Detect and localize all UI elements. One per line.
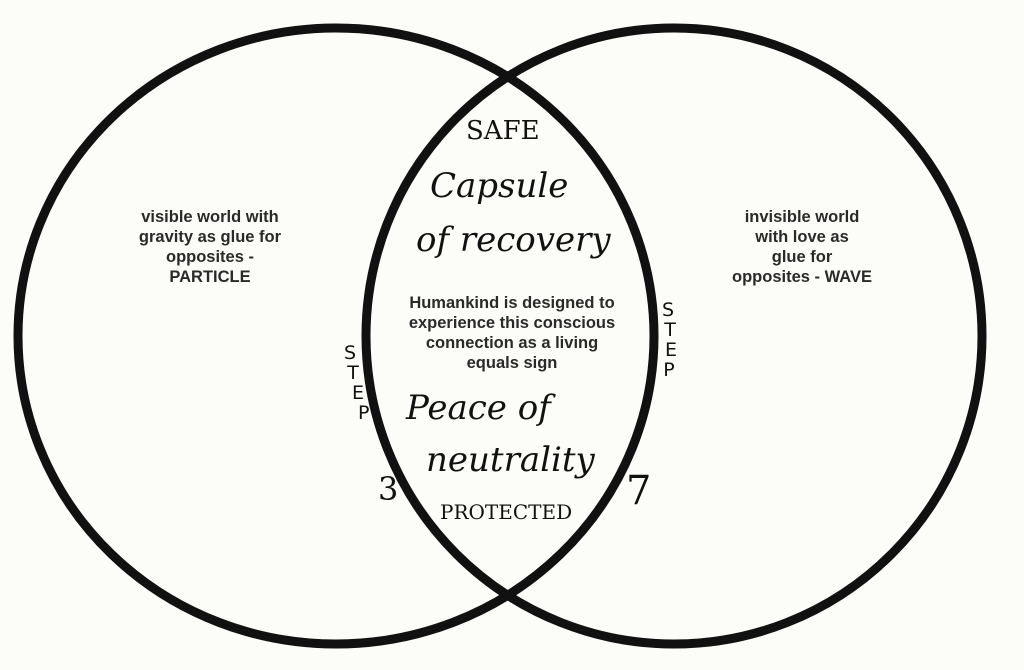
text-line: opposites - xyxy=(165,248,254,266)
text-line: invisible world xyxy=(744,208,860,226)
text-line: glue for xyxy=(771,248,833,266)
handwritten-of-recovery: of recovery xyxy=(416,220,611,260)
step-letter: T xyxy=(347,362,359,384)
step-letter: S xyxy=(661,299,675,321)
handwritten-capsule: Capsule xyxy=(430,166,569,206)
handwritten-protected: PROTECTED xyxy=(440,500,573,524)
handwritten-step-right: S T E P xyxy=(658,300,678,380)
step-letter: S xyxy=(343,342,357,364)
step-letter: T xyxy=(664,319,676,341)
intersection-text: Humankind is designed to experience this… xyxy=(380,293,644,373)
text-line: equals sign xyxy=(466,354,558,372)
right-circle-text: invisible world with love as glue for op… xyxy=(702,207,902,287)
text-line: experience this conscious xyxy=(408,314,616,332)
text-line: connection as a living xyxy=(425,334,599,352)
left-circle-text: visible world with gravity as glue for o… xyxy=(110,207,310,287)
text-line: with love as xyxy=(755,228,849,246)
text-line: gravity as glue for xyxy=(138,228,282,246)
right-circle xyxy=(361,23,987,649)
handwritten-step-left-number: 3 xyxy=(378,470,399,508)
handwritten-peace-of: Peace of xyxy=(406,388,551,428)
text-line: Humankind is designed to xyxy=(409,294,615,312)
step-letter: E xyxy=(352,382,365,404)
step-letter: E xyxy=(664,339,677,361)
text-line: visible world with xyxy=(141,208,279,226)
text-line: opposites - WAVE xyxy=(732,268,872,286)
handwritten-step-right-number: 7 xyxy=(626,468,652,514)
handwritten-neutrality: neutrality xyxy=(426,440,595,480)
text-line: PARTICLE xyxy=(169,268,251,286)
step-letter: P xyxy=(358,402,370,424)
handwritten-step-left: S T E P xyxy=(340,342,370,424)
handwritten-safe: SAFE xyxy=(466,116,540,146)
left-circle xyxy=(13,23,659,649)
step-letter: P xyxy=(663,359,675,381)
